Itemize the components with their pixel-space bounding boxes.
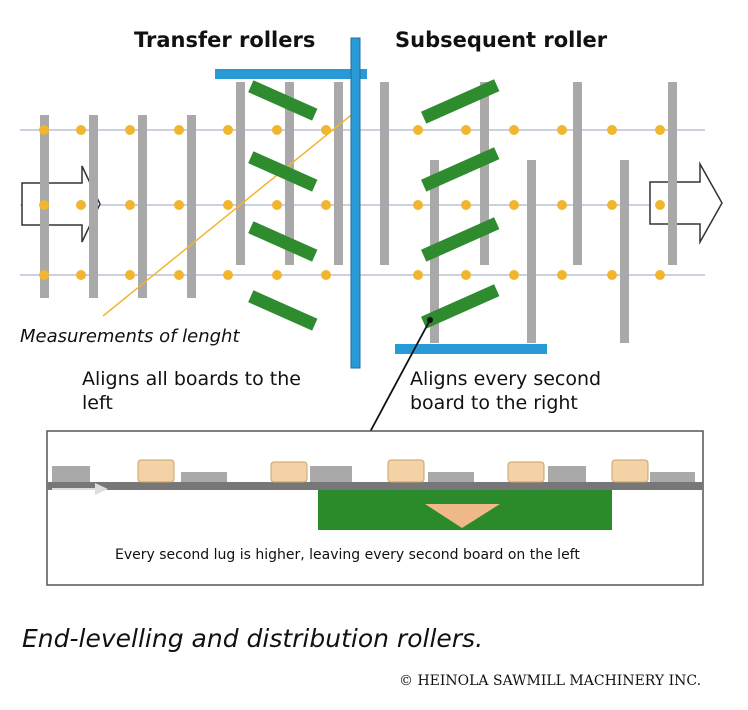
measurement-lines (20, 129, 705, 276)
inset-boards (52, 466, 695, 482)
lug (270, 461, 308, 483)
figure-caption: End-levelling and distribution rollers. (22, 624, 484, 653)
align-left-line1: Aligns all boards to the (82, 368, 301, 390)
end-aligner-plate (350, 37, 361, 369)
measurement-diagonal (102, 111, 356, 317)
subsequent-roller-title: Subsequent roller (395, 28, 608, 52)
transfer-roller (248, 290, 318, 331)
align-right-line1: Aligns every second (410, 368, 602, 390)
lug (387, 459, 425, 483)
board (89, 115, 98, 298)
board (138, 115, 147, 298)
board (334, 82, 343, 265)
inset-direction-arrow-icon (52, 483, 108, 495)
copyright-notice: © HEINOLA SAWMILL MACHINERY INC. (399, 673, 702, 689)
left-aligner-bar (215, 69, 367, 79)
right-aligner-bar (395, 344, 547, 354)
transfer-rollers-title: Transfer rollers (134, 28, 316, 52)
measurements-label: Measurements of lenght (20, 326, 240, 347)
measurement-dots (39, 125, 665, 280)
transfer-rollers (248, 80, 318, 331)
board (187, 115, 196, 298)
lug (137, 459, 175, 483)
subsequent-rollers (421, 79, 500, 329)
align-left-line2: left (82, 392, 113, 414)
board (236, 82, 245, 265)
transfer-roller (248, 221, 318, 262)
board (668, 82, 677, 265)
board (573, 82, 582, 265)
board (380, 82, 389, 265)
inset-lugs (137, 459, 649, 483)
align-right-line2: board to the right (410, 392, 578, 414)
board (527, 160, 536, 343)
transfer-roller (248, 151, 318, 192)
subsequent-roller (421, 147, 500, 192)
subsequent-roller (421, 79, 500, 124)
subsequent-roller (421, 217, 500, 262)
pointer-line (369, 319, 431, 433)
pointer-dot (427, 317, 433, 323)
inset-note: Every second lug is higher, leaving ever… (115, 547, 580, 563)
down-arrow-icon (425, 504, 500, 528)
board (480, 82, 489, 265)
subsequent-roller (421, 284, 500, 329)
infeed-arrow-icon (21, 165, 101, 243)
transfer-roller (248, 80, 318, 121)
inset-rail (47, 482, 703, 490)
board (620, 160, 629, 343)
lug (507, 461, 545, 483)
lug (611, 459, 649, 483)
